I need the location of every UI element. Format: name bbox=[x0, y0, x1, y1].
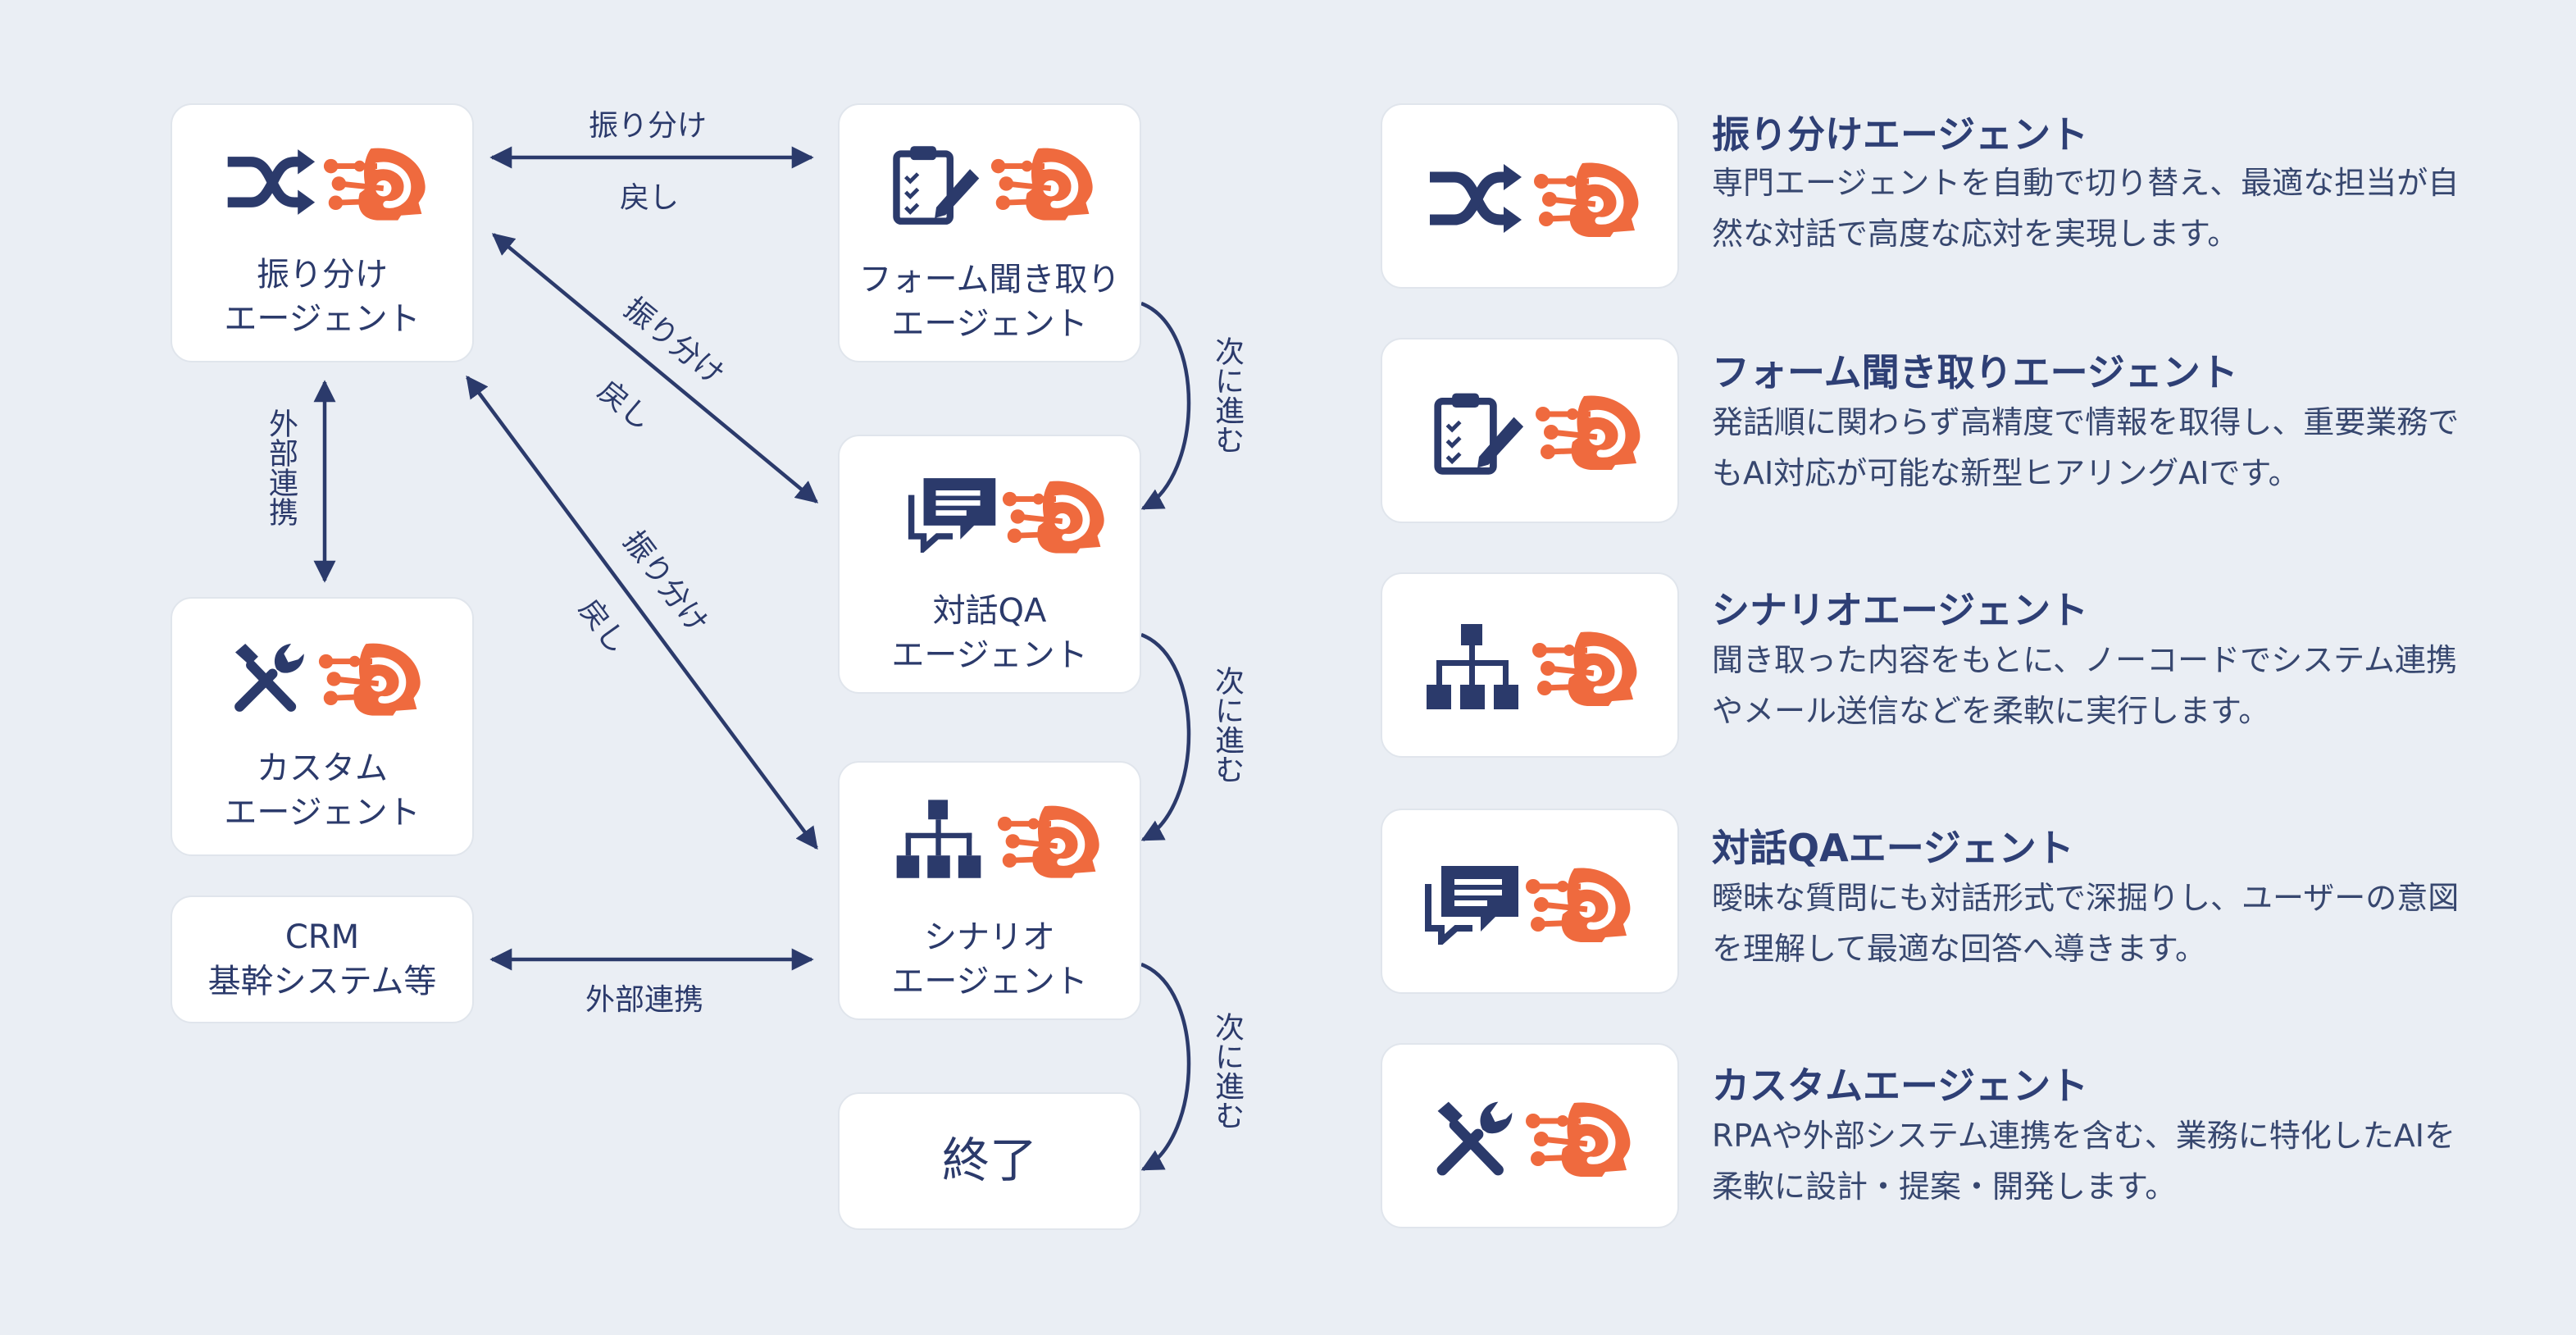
shuffle-icon bbox=[223, 143, 316, 221]
node-qa: 対話QA エージェント bbox=[838, 435, 1141, 694]
node-scenario: シナリオ エージェント bbox=[838, 761, 1141, 1020]
edge-label-router-custom: 外部連携 bbox=[264, 408, 298, 526]
shuffle-icon bbox=[1425, 157, 1523, 239]
edge-label-router-form-bottom: 戻し bbox=[620, 181, 680, 215]
org-chart-icon bbox=[894, 797, 984, 882]
edge-router-scenario bbox=[466, 375, 818, 850]
desc-card-custom bbox=[1381, 1043, 1679, 1228]
node-end-label: 終了 bbox=[941, 1132, 1037, 1188]
desc-body-router: 専門エージェントを自動で切り替え、最適な担当が自然な対話で高度な応対を実現します… bbox=[1712, 165, 2460, 252]
desc-body-scenario: 聞き取った内容をもとに、ノーコードでシステム連携やメール送信などを柔軟に実行しま… bbox=[1712, 642, 2457, 729]
edge-form-qa bbox=[1140, 301, 1191, 510]
node-router-label: 振り分け エージェント bbox=[224, 256, 421, 338]
desc-card-qa bbox=[1381, 809, 1679, 994]
desc-title-custom: カスタムエージェント bbox=[1712, 1064, 2089, 1108]
ai-head-icon bbox=[1000, 474, 1112, 556]
org-chart-icon bbox=[1423, 622, 1522, 713]
ai-head-icon bbox=[995, 799, 1107, 881]
node-custom-label: カスタム エージェント bbox=[224, 750, 421, 832]
ai-head-icon bbox=[1533, 389, 1648, 472]
tools-icon bbox=[1431, 1096, 1517, 1181]
desc-card-router bbox=[1381, 103, 1679, 289]
edge-router-qa bbox=[491, 233, 819, 503]
desc-card-scenario bbox=[1381, 572, 1679, 758]
chat-icon bbox=[1423, 863, 1522, 945]
edge-label-form-qa: 次に進む bbox=[1210, 336, 1244, 454]
desc-title-qa: 対話QAエージェント bbox=[1712, 826, 2074, 870]
desc-card-form bbox=[1381, 338, 1679, 523]
desc-body-form: 発話順に関わらず高精度で情報を取得し、重要業務でもAI対応が可能な新型ヒアリング… bbox=[1712, 404, 2460, 491]
ai-head-icon bbox=[1531, 156, 1646, 239]
tools-icon bbox=[230, 638, 308, 717]
edge-label-router-form-top: 振り分け bbox=[589, 109, 708, 143]
ai-head-icon bbox=[989, 141, 1100, 223]
desc-title-router: 振り分けエージェント bbox=[1712, 112, 2089, 157]
edge-label-scenario-end: 次に進む bbox=[1210, 1012, 1244, 1130]
chat-icon bbox=[907, 474, 999, 553]
ai-head-icon bbox=[1530, 625, 1645, 709]
node-custom: カスタム エージェント bbox=[171, 597, 474, 856]
ai-head-icon bbox=[316, 636, 428, 718]
node-form-label: フォーム聞き取り エージェント bbox=[858, 261, 1121, 343]
node-scenario-label: シナリオ エージェント bbox=[891, 918, 1088, 1000]
desc-title-scenario: シナリオエージェント bbox=[1712, 588, 2089, 632]
node-crm: CRM 基幹システム等 bbox=[171, 895, 474, 1023]
desc-body-custom: RPAや外部システム連携を含む、業務に特化したAIを柔軟に設計・提案・開発します… bbox=[1712, 1118, 2455, 1205]
node-form: フォーム聞き取り エージェント bbox=[838, 103, 1141, 362]
desc-title-form: フォーム聞き取りエージェント bbox=[1712, 350, 2238, 394]
ai-head-icon bbox=[1523, 861, 1638, 945]
desc-body-qa: 曖昧な質問にも対話形式で深掘りし、ユーザーの意図を理解して最適な回答へ導きます。 bbox=[1712, 880, 2460, 967]
edge-scenario-end bbox=[1140, 962, 1191, 1171]
node-qa-label: 対話QA エージェント bbox=[891, 592, 1088, 674]
clipboard-icon bbox=[890, 139, 982, 228]
edge-label-crm-scenario: 外部連携 bbox=[585, 983, 704, 1017]
clipboard-icon bbox=[1431, 385, 1527, 479]
ai-head-icon bbox=[1523, 1096, 1638, 1179]
edge-qa-scenario bbox=[1140, 632, 1191, 841]
node-router: 振り分け エージェント bbox=[171, 103, 474, 362]
ai-head-icon bbox=[321, 141, 433, 223]
edge-label-qa-scenario: 次に進む bbox=[1210, 666, 1244, 784]
node-end: 終了 bbox=[838, 1092, 1141, 1230]
node-crm-label: CRM 基幹システム等 bbox=[207, 918, 437, 1000]
